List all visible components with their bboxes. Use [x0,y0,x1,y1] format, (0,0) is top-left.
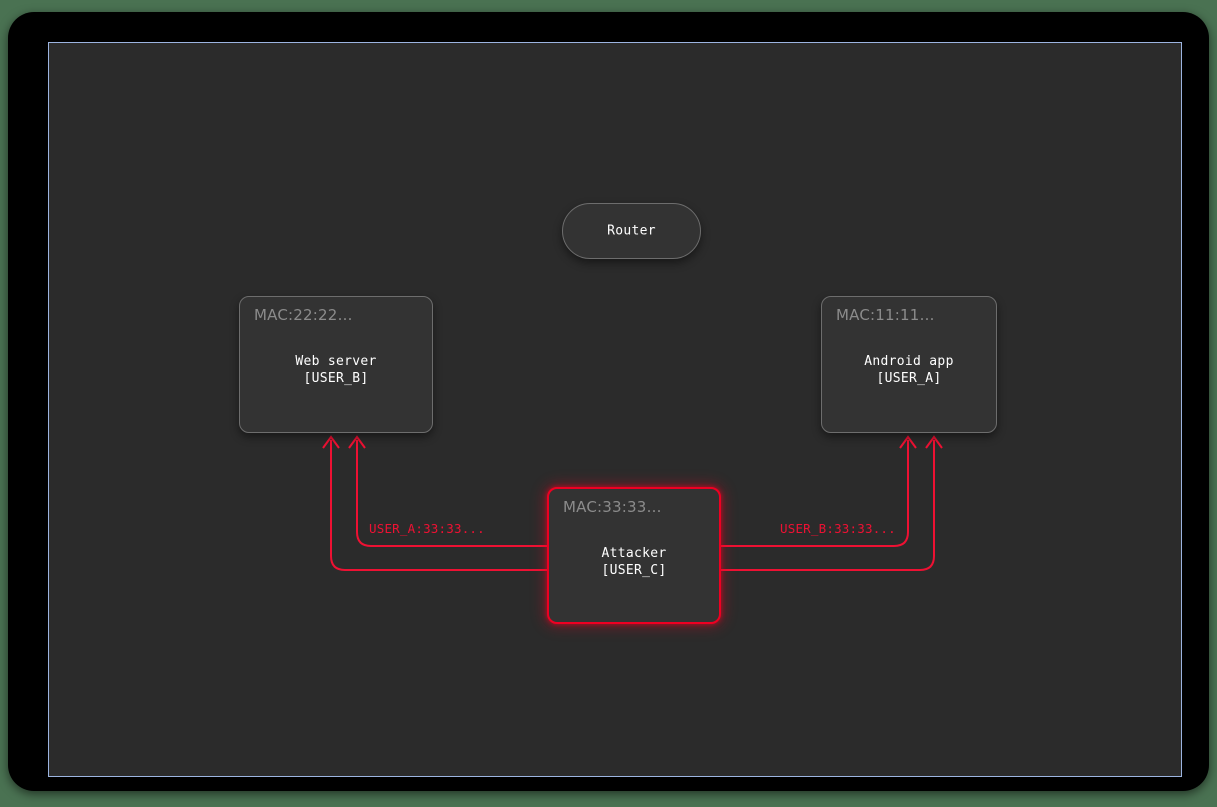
node-android-app-user: [USER_A] [876,371,942,386]
node-web-server-user: [USER_B] [303,371,369,386]
node-web-server-name: Web server [295,354,377,369]
node-attacker-user: [USER_C] [601,563,667,578]
edge-attacker-to-android-app-outer [720,440,935,571]
node-web-server[interactable]: MAC:22:22… Web server [USER_B] [239,296,433,433]
arrowhead-web-server-outer [322,435,340,449]
arrowhead-web-server-inner [348,435,366,449]
node-attacker-mac: MAC:33:33… [563,498,662,516]
node-router-title: Router [607,223,656,239]
node-router[interactable]: Router [562,203,701,259]
node-web-server-title: Web server [USER_B] [240,353,432,387]
device-frame: USER_A:33:33... USER_B:33:33... Router M… [8,12,1209,791]
edge-attacker-to-web-server-outer [330,440,549,571]
node-android-app-mac: MAC:11:11… [836,306,935,324]
node-attacker-name: Attacker [601,546,667,561]
node-android-app-title: Android app [USER_A] [822,353,996,387]
node-attacker-title: Attacker [USER_C] [549,545,719,579]
edge-layer [322,435,943,571]
node-android-app-name: Android app [864,354,954,369]
node-web-server-mac: MAC:22:22… [254,306,353,324]
diagram-canvas: USER_A:33:33... USER_B:33:33... Router M… [48,42,1182,777]
edge-label-attacker-to-android-app: USER_B:33:33... [780,521,896,536]
edge-label-attacker-to-web-server: USER_A:33:33... [369,521,485,536]
node-attacker[interactable]: MAC:33:33… Attacker [USER_C] [547,487,721,624]
node-android-app[interactable]: MAC:11:11… Android app [USER_A] [821,296,997,433]
arrowhead-android-app-outer [925,435,943,449]
arrowhead-android-app-inner [899,435,917,449]
